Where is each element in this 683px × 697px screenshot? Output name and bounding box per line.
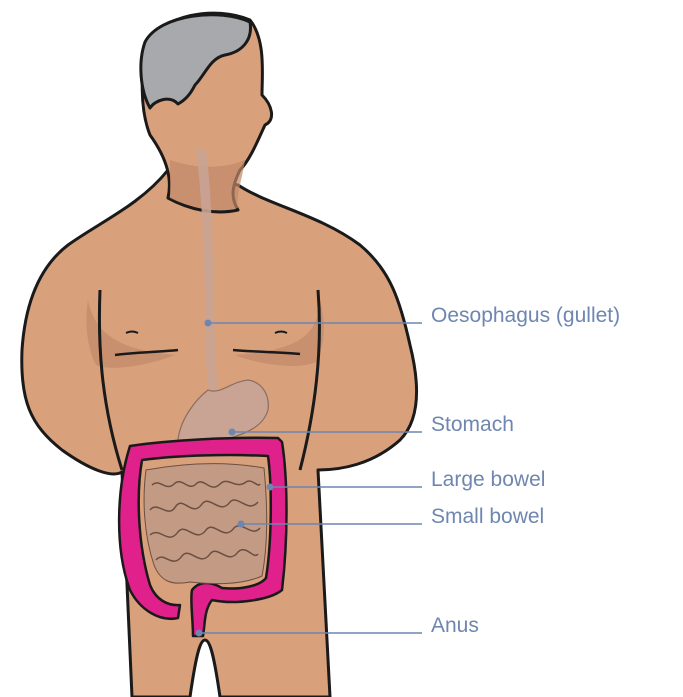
label-anus: Anus (431, 614, 479, 637)
label-small-bowel: Small bowel (431, 505, 544, 528)
label-oesophagus: Oesophagus (gullet) (431, 304, 620, 327)
labels: Oesophagus (gullet) Stomach Large bowel … (431, 304, 620, 637)
stomach-dot (229, 429, 236, 436)
oesophagus-dot (205, 320, 212, 327)
large-bowel-dot (267, 484, 274, 491)
small-bowel-dot (238, 521, 245, 528)
label-large-bowel: Large bowel (431, 468, 545, 491)
label-stomach: Stomach (431, 413, 514, 436)
anus-dot (196, 630, 203, 637)
